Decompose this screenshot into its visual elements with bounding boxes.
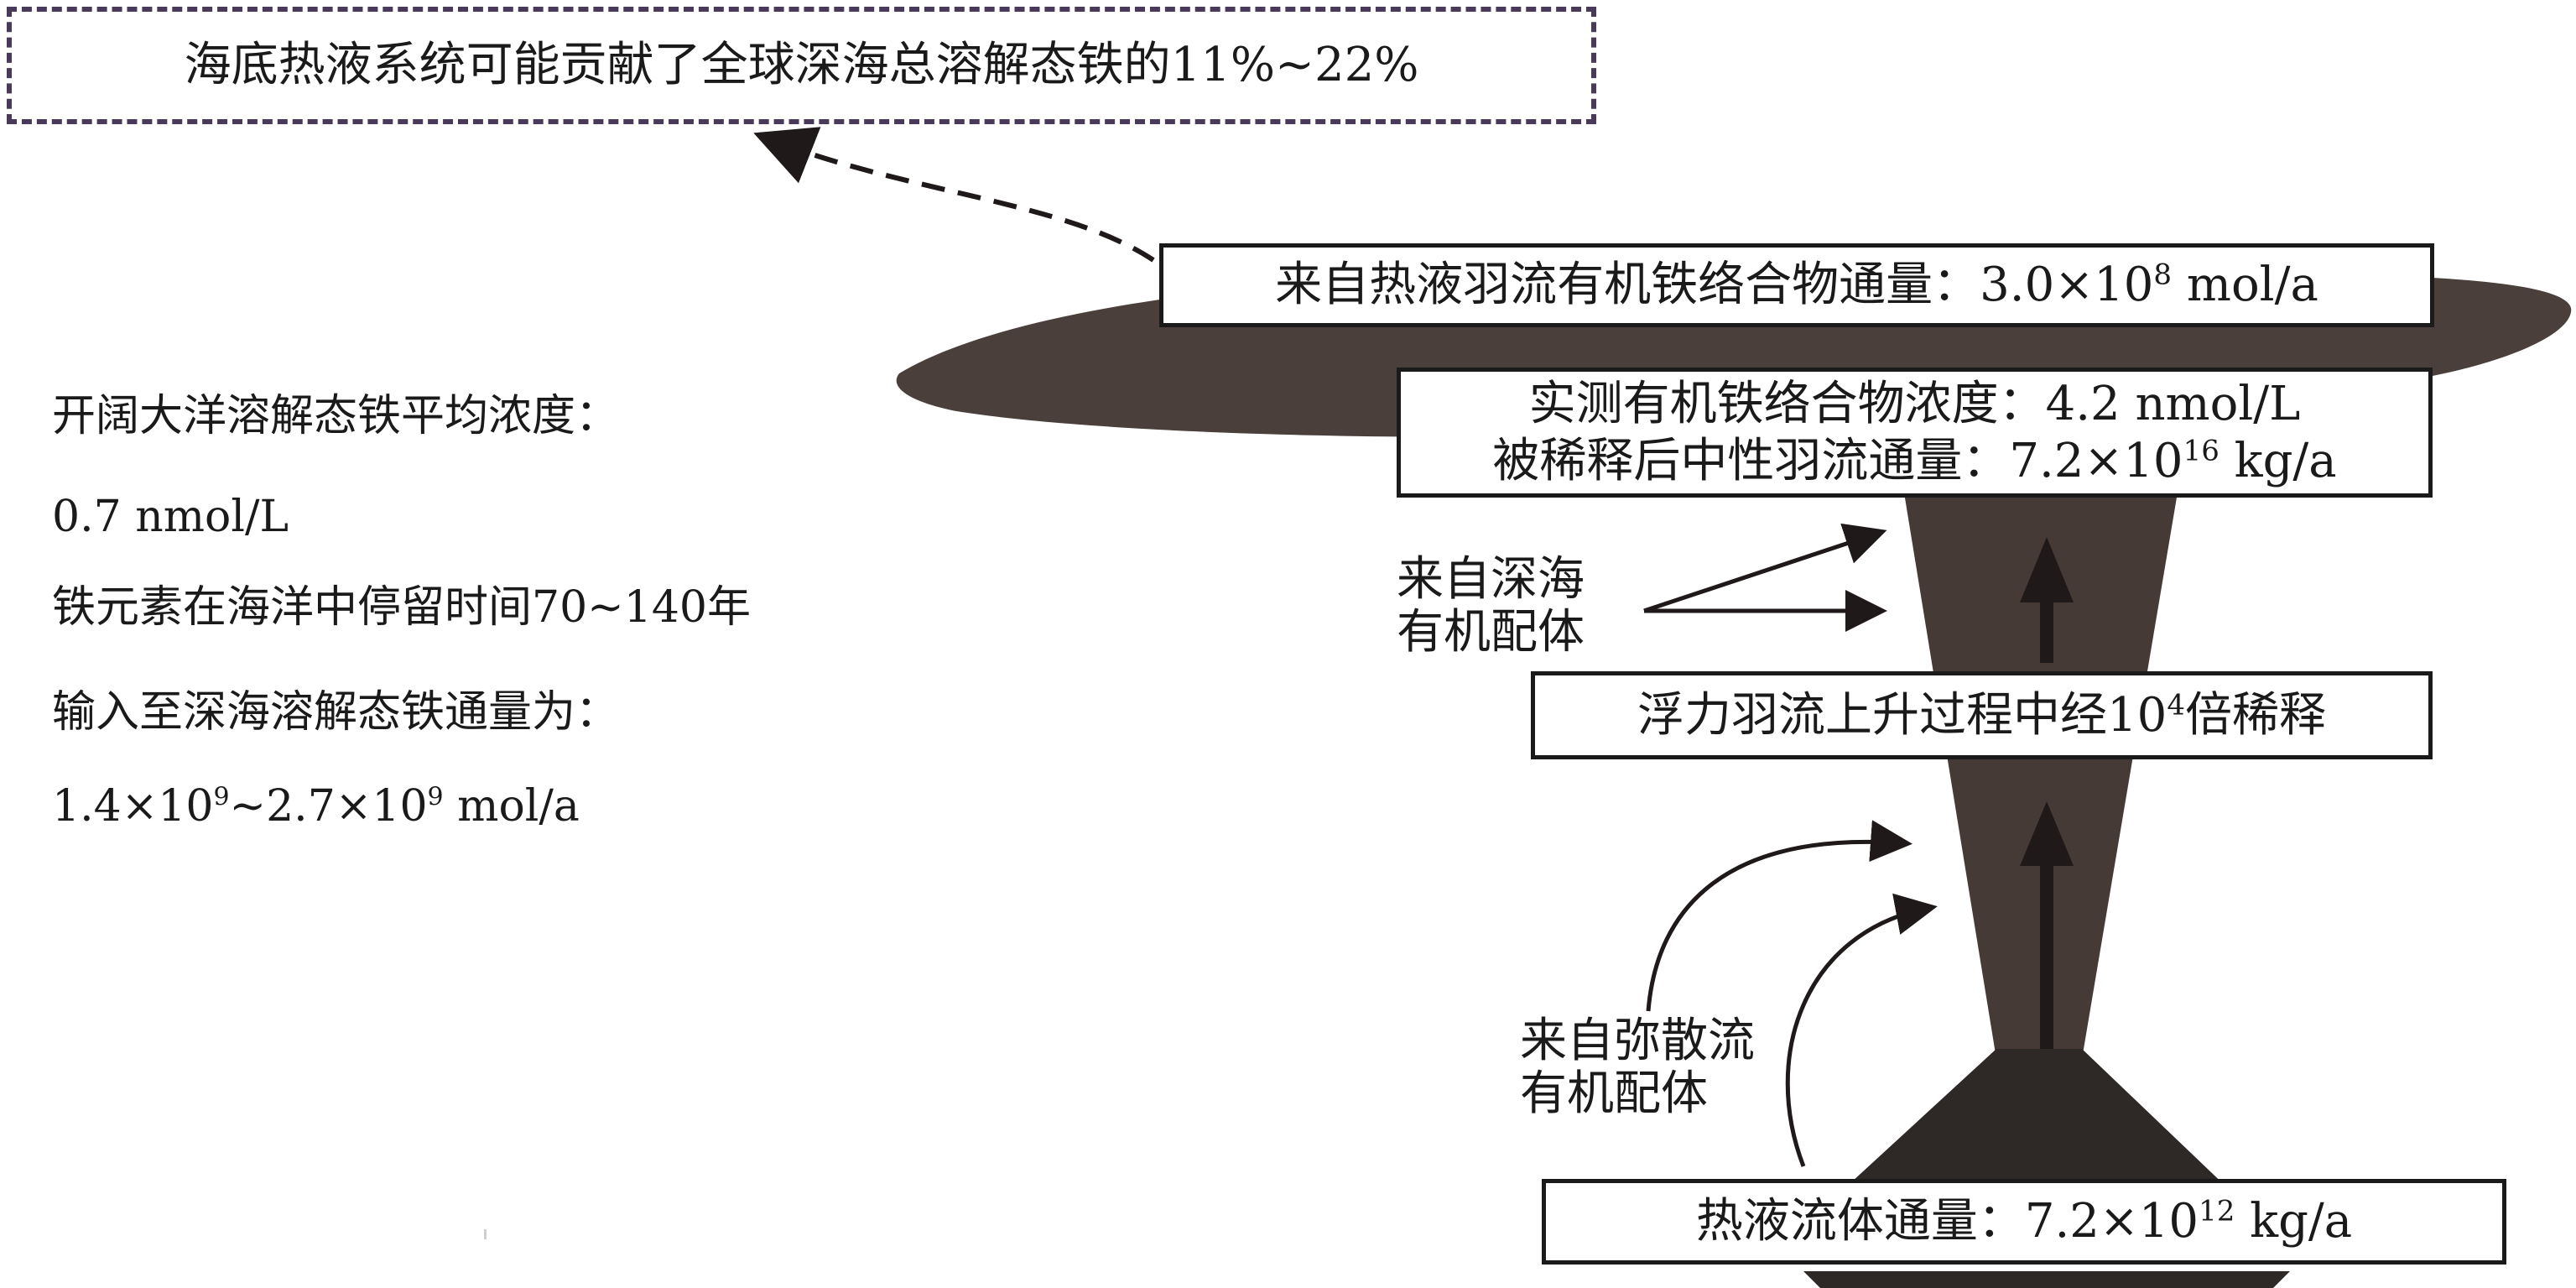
global-contribution-box: 海底热液系统可能贡献了全球深海总溶解态铁的11%~22% [7, 7, 1596, 124]
buoyant-plume-shaft [1902, 482, 2179, 1059]
neutral-plume-flux-exponent: 16 [2183, 433, 2220, 467]
measured-concentration-box: 实测有机铁络合物浓度：4.2 nmol/L 被稀释后中性羽流通量：7.2×101… [1397, 368, 2433, 498]
organic-iron-flux-box: 来自热液羽流有机铁络合物通量：3.0×108 mol/a [1159, 243, 2434, 327]
deep-sea-ligand-arrow-1 [1643, 523, 1887, 613]
dilution-exponent: 4 [2167, 688, 2185, 722]
hydrothermal-fluid-flux-text: 热液流体通量：7.2×1012 kg/a [1695, 1194, 2353, 1249]
fluid-flux-exponent: 12 [2199, 1194, 2235, 1228]
iron-residence-time: 铁元素在海洋中停留时间70~140年 [52, 582, 751, 633]
deep-sea-input-flux-value: 1.4×109~2.7×109 mol/a [52, 781, 580, 832]
open-ocean-concentration-value: 0.7 nmol/L [52, 492, 289, 542]
upward-arrowhead-lower [2020, 801, 2074, 866]
deep-sea-input-flux-label: 输入至深海溶解态铁通量为： [52, 687, 620, 738]
stray-mark [484, 1229, 487, 1239]
buoyant-plume-dilution-box: 浮力羽流上升过程中经104倍稀释 [1531, 671, 2433, 759]
upward-arrowhead-upper [2020, 537, 2074, 602]
diffuse-ligand-label: 来自弥散流 有机配体 [1520, 1014, 1755, 1121]
neutral-plume-flux-text: 被稀释后中性羽流通量：7.2×1016 kg/a [1492, 433, 2337, 488]
hydrothermal-fluid-flux-box: 热液流体通量：7.2×1012 kg/a [1542, 1179, 2506, 1265]
organic-iron-flux-text: 来自热液羽流有机铁络合物通量：3.0×108 mol/a [1275, 258, 2318, 313]
diffuse-ligand-arrow-upper [1646, 820, 1912, 1012]
diffuse-ligand-arrow-lower [1785, 893, 1938, 1167]
vent-chimney [1841, 1049, 2231, 1192]
measured-concentration-text: 实测有机铁络合物浓度：4.2 nmol/L [1528, 377, 2301, 432]
global-contribution-text: 海底热液系统可能贡献了全球深海总溶解态铁的11%~22% [184, 38, 1419, 93]
seafloor-base [1803, 1271, 2290, 1288]
deep-sea-ligand-label: 来自深海 有机配体 [1397, 552, 1585, 660]
open-ocean-concentration-label: 开阔大洋溶解态铁平均浓度： [52, 391, 620, 441]
organic-iron-flux-exponent: 8 [2153, 258, 2173, 292]
contribution-dashed-arrow [753, 127, 1155, 263]
buoyant-plume-dilution-text: 浮力羽流上升过程中经104倍稀释 [1637, 687, 2326, 743]
